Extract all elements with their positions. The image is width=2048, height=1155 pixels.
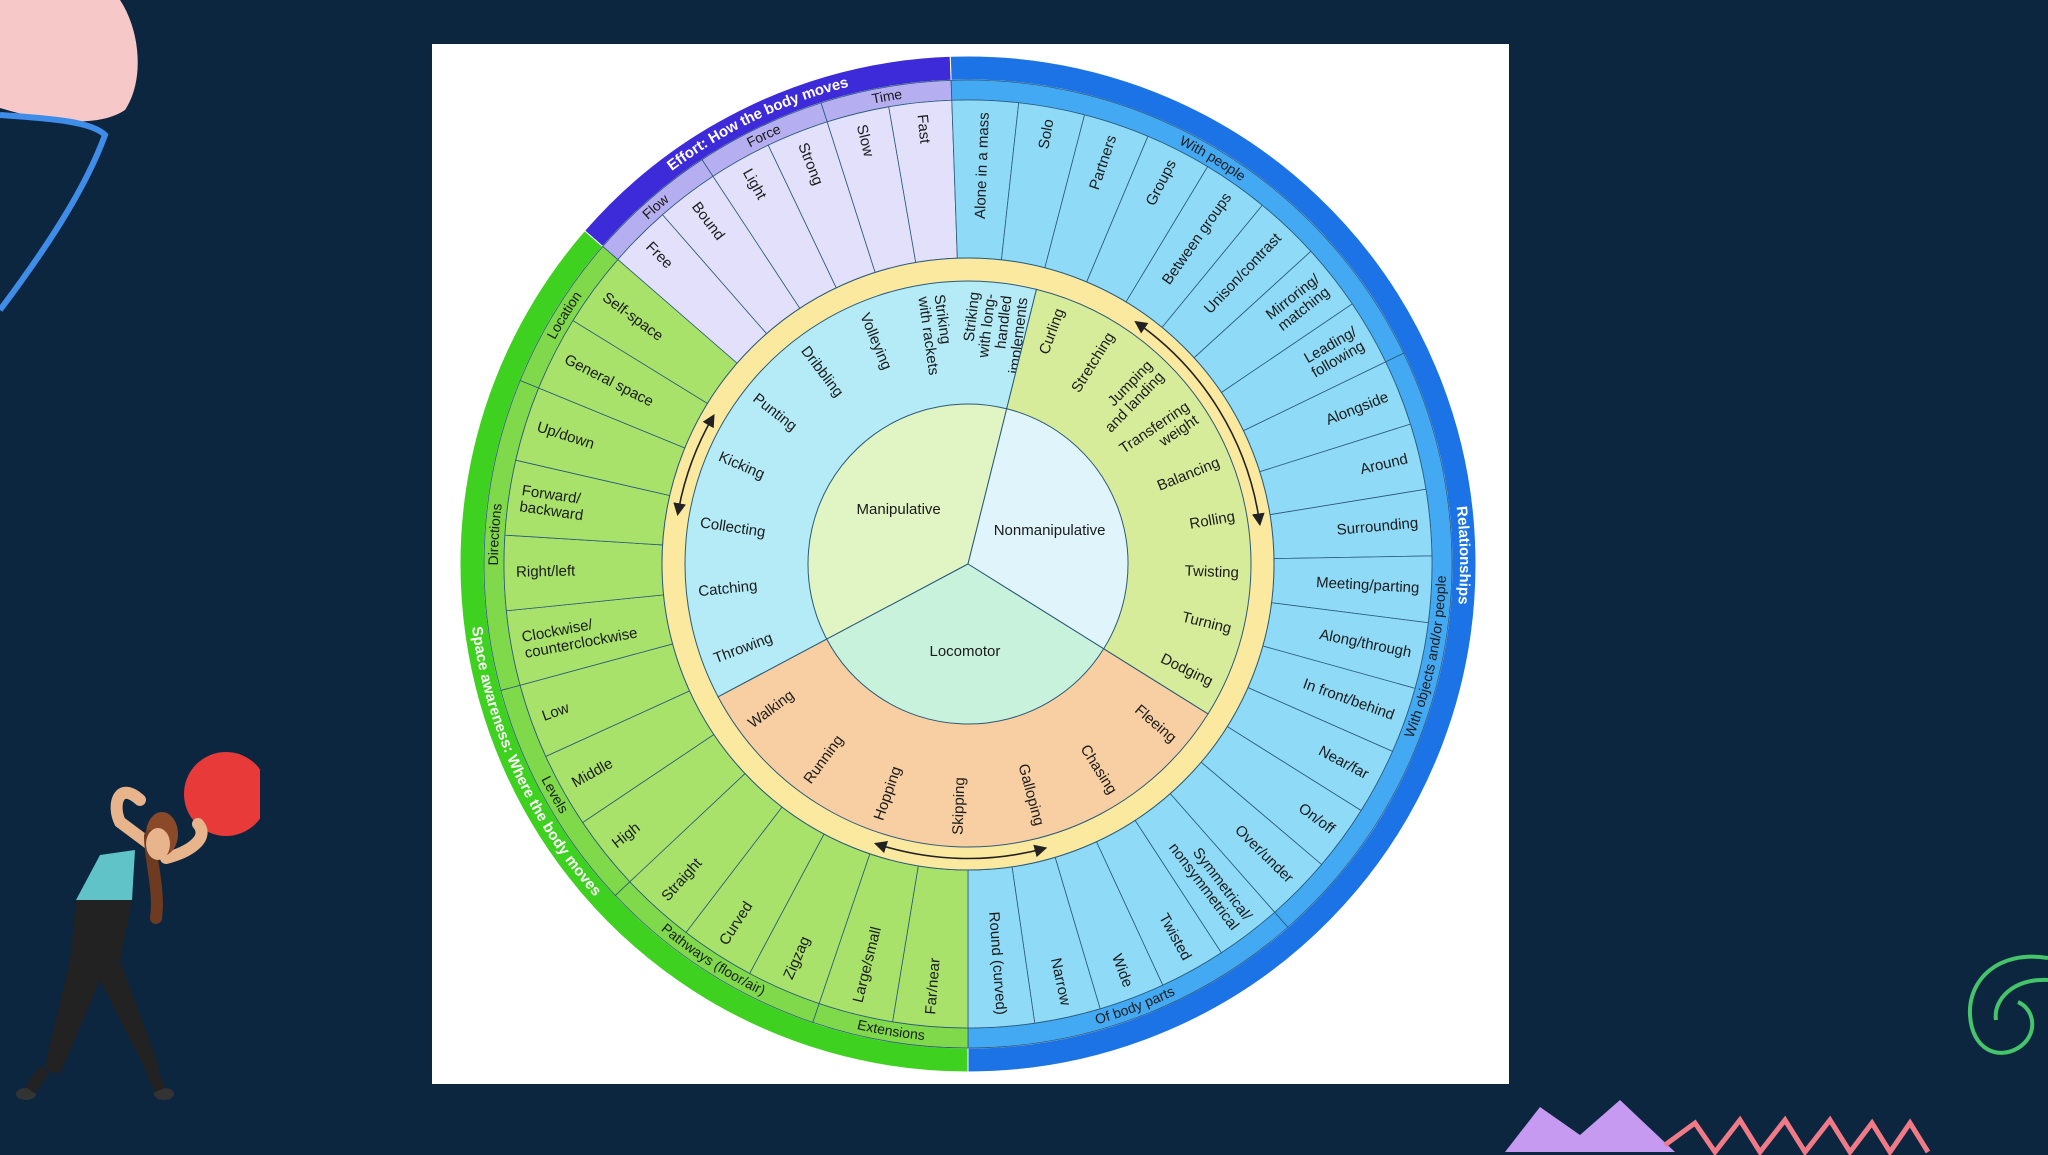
svg-text:Fast: Fast (913, 113, 933, 145)
skill-skipping: Skipping (950, 777, 969, 835)
item-label-fast: Fast (913, 113, 933, 145)
center-label-locomotor: Locomotor (929, 643, 1000, 660)
pink-blob-decoration (0, 0, 160, 320)
zigzag-decoration (1500, 1095, 1960, 1155)
skill-twisting: Twisting (1184, 563, 1239, 582)
woman-with-ball-illustration (0, 740, 260, 1110)
item-label-right-left: Right/left (516, 563, 576, 581)
svg-text:Right/left: Right/left (516, 563, 576, 581)
green-swirl-decoration (1958, 940, 2048, 1140)
svg-text:Skipping: Skipping (950, 777, 969, 835)
center-label-manipulative: Manipulative (857, 501, 941, 518)
center-label-nonmanipulative: Nonmanipulative (994, 522, 1106, 539)
svg-text:Twisting: Twisting (1184, 563, 1239, 582)
